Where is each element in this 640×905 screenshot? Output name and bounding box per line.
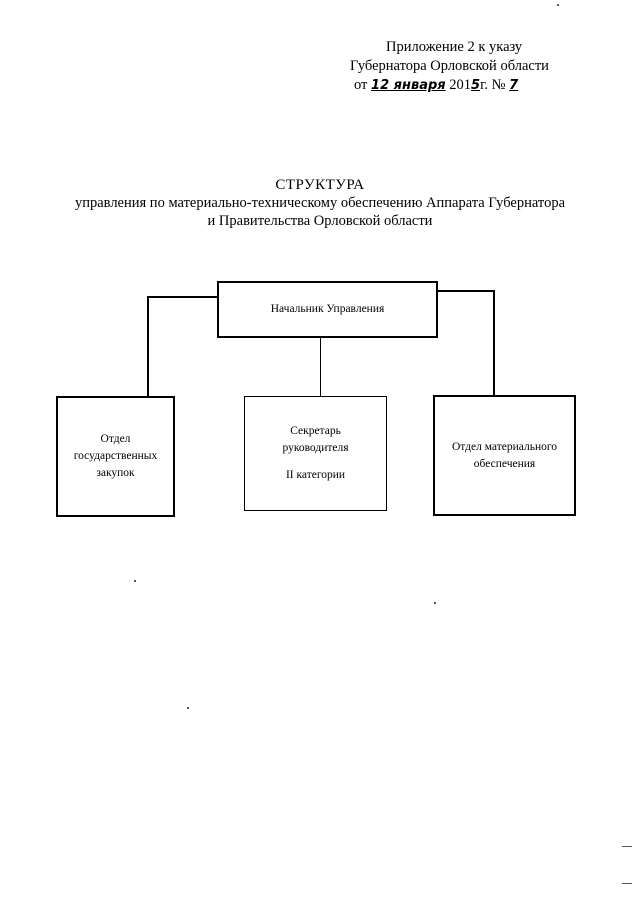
connector-right-vertical [493, 290, 495, 396]
appendix-header: Приложение 2 к указу Губернатора Орловск… [340, 38, 580, 95]
date-prefix: от [354, 77, 372, 93]
appendix-line-1: Приложение 2 к указу [386, 39, 523, 55]
title-line-2: управления по материально-техническому о… [74, 195, 566, 211]
scan-speck [557, 4, 559, 6]
handwritten-number: 7 [509, 78, 519, 93]
procurement-line-3: закупок [96, 467, 135, 479]
scan-speck [622, 846, 632, 847]
handwritten-year: 5 [471, 78, 481, 93]
title-line-3: и Правительства Орловской области [207, 213, 433, 229]
secretary-line-1: Секретарь [290, 425, 341, 437]
connector-left-vertical [147, 296, 149, 397]
secretary-line-2: руководителя [282, 442, 349, 454]
scan-speck [187, 707, 189, 709]
connector-right-horizontal [437, 290, 495, 292]
org-box-secretary: Секретарь руководителя II категории [244, 396, 387, 511]
org-box-head: Начальник Управления [217, 281, 438, 338]
scan-speck [134, 580, 136, 582]
connector-left-horizontal [147, 296, 218, 298]
org-box-procurement: Отдел государственных закупок [56, 396, 175, 517]
material-line-2: обеспечения [473, 457, 536, 470]
secretary-line-3: II категории [285, 469, 346, 481]
scan-speck [622, 883, 632, 884]
head-label: Начальник Управления [270, 303, 385, 315]
appendix-line-2: Губернатора Орловской области [350, 58, 549, 74]
handwritten-date: 12 января [371, 78, 446, 93]
year-prefix: 201 [445, 77, 472, 93]
number-label: г. № [480, 77, 510, 93]
title-main: СТРУКТУРА [275, 177, 365, 193]
procurement-line-1: Отдел [100, 433, 131, 445]
connector-middle-vertical [320, 337, 321, 396]
material-line-1: Отдел материального [451, 440, 558, 453]
org-box-material-supply: Отдел материального обеспечения [433, 395, 576, 516]
scan-speck [434, 602, 436, 604]
document-title: СТРУКТУРА управления по материально-техн… [0, 176, 640, 230]
procurement-line-2: государственных [73, 450, 158, 462]
appendix-date-line: от 12 января 2015г. № 7 [340, 76, 580, 95]
